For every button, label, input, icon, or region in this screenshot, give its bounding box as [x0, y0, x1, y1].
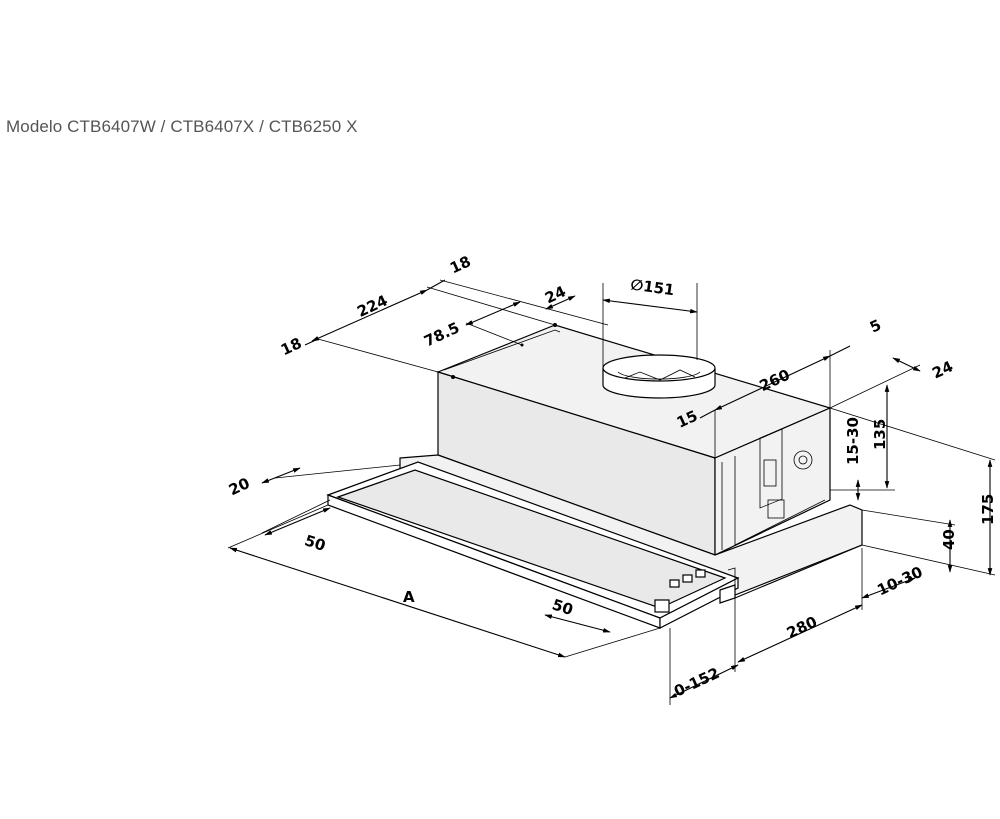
label-20: 20 — [226, 474, 253, 499]
extension-line — [317, 338, 439, 373]
label-24-top: 24 — [542, 282, 569, 307]
label-175: 175 — [979, 494, 997, 525]
drawer-side-strip — [659, 577, 739, 629]
frame-bottom-edge — [734, 544, 863, 599]
dim-18-left-line — [304, 338, 319, 346]
model-title: Modelo CTB6407W / CTB6407X / CTB6250 X — [6, 117, 358, 136]
label-135: 135 — [871, 419, 889, 450]
dim-15-line — [699, 409, 716, 419]
cable-gland-inner — [798, 455, 808, 465]
dim-24-top-line — [545, 295, 576, 310]
dim-5-line — [829, 345, 851, 357]
dim-diameter-line — [602, 298, 698, 314]
label-18-left: 18 — [278, 334, 305, 359]
visor-handle — [654, 599, 670, 613]
control-button — [695, 569, 706, 578]
frame-slot — [727, 567, 736, 585]
screw-hole — [451, 375, 455, 379]
dim-0-152-line — [669, 664, 739, 699]
cable-gland — [793, 450, 813, 470]
label-224: 224 — [354, 291, 390, 321]
extension-line — [564, 627, 661, 658]
side-panel-line — [734, 456, 826, 546]
extension-line — [261, 499, 331, 534]
label-40: 40 — [940, 529, 958, 550]
label-15-30: 15-30 — [844, 417, 862, 465]
label-5: 5 — [867, 316, 884, 337]
label-18-top: 18 — [447, 252, 474, 277]
connector-plate — [759, 428, 783, 509]
label-0-152: 0-152 — [671, 664, 722, 701]
terminal-block — [767, 499, 785, 519]
dim-78-5-line — [465, 301, 521, 326]
extension-line — [861, 509, 956, 526]
top-rim — [443, 329, 561, 371]
dim-18-line — [426, 279, 446, 291]
dim-24-right-line — [892, 357, 921, 372]
dim-A-line — [229, 547, 566, 658]
label-280: 280 — [784, 613, 820, 643]
label-50-front: 50 — [550, 595, 575, 619]
damper-flap — [624, 369, 696, 381]
dim-50-front-line — [544, 614, 611, 633]
control-button — [669, 579, 680, 588]
dim-20-line — [261, 467, 301, 484]
extension-line — [465, 322, 523, 346]
label-10-30: 10-30 — [874, 563, 925, 600]
switch-housing — [763, 459, 777, 487]
dim-10-30-line — [861, 577, 916, 599]
collar-rim — [602, 354, 716, 382]
dim-260-line — [714, 355, 831, 411]
extension-line — [439, 279, 609, 326]
label-diameter: ∅151 — [629, 275, 675, 299]
duct-collar — [602, 354, 716, 399]
label-78-5: 78.5 — [421, 319, 462, 351]
extension-line — [829, 364, 921, 409]
extension-line — [861, 544, 996, 576]
dim-280-line — [737, 604, 863, 663]
collar-inner — [617, 371, 701, 380]
label-50-left: 50 — [302, 531, 327, 555]
dim-224-line — [311, 289, 428, 342]
extension-line — [829, 407, 996, 461]
label-24-right: 24 — [929, 357, 956, 382]
label-A: A — [403, 588, 415, 606]
dimension-lines — [227, 279, 996, 705]
extension-line — [227, 504, 329, 549]
dim-50-left-line — [264, 507, 331, 536]
control-button — [682, 574, 693, 583]
